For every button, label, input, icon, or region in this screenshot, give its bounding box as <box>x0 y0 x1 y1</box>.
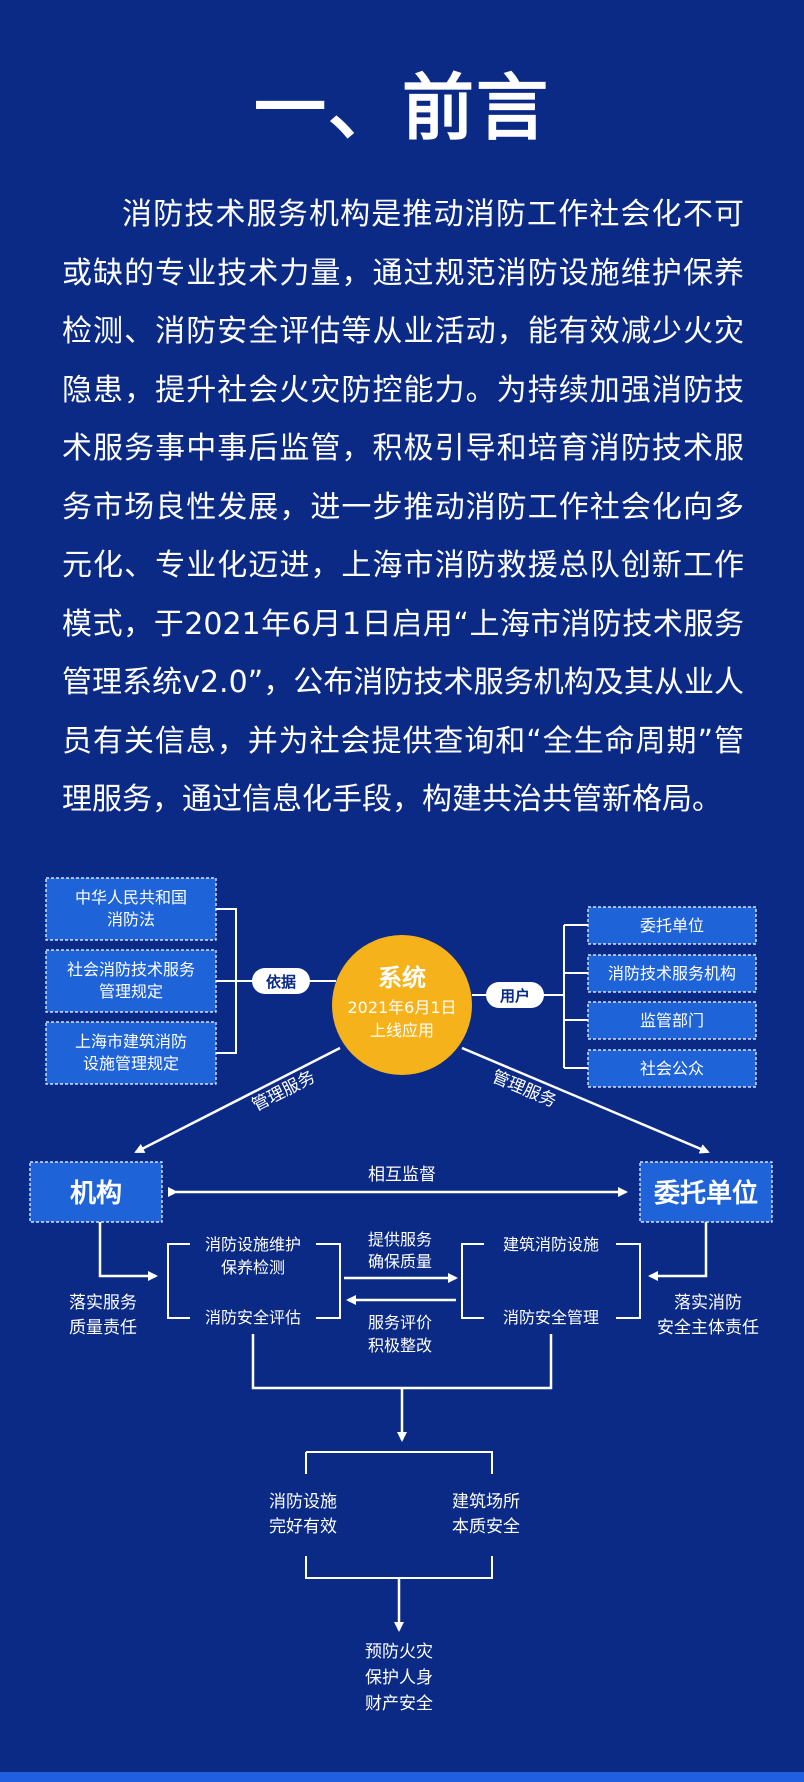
client-items-bracket <box>461 1243 641 1319</box>
basis-box-1 <box>45 877 217 941</box>
client-item-1: 建筑消防设施 <box>503 1235 599 1254</box>
basis-text-2: 社会消防技术服务管理规定 <box>67 960 195 1001</box>
system-online: 上线应用 <box>370 1021 434 1040</box>
final-outcome: 预防火灾保护人身财产安全 <box>365 1642 433 1714</box>
mgmt-arrow-right <box>461 1046 710 1154</box>
org-responsibility: 落实服务质量责任 <box>69 1293 137 1338</box>
service-item-2: 消防安全评估 <box>205 1308 301 1327</box>
user-box-3 <box>587 1001 757 1040</box>
user-text-1: 委托单位 <box>640 916 704 935</box>
system-title: 系统 <box>378 964 426 992</box>
users-group: 委托单位 消防技术服务机构 监管部门 社会公众 <box>587 906 757 1088</box>
mutual-label: 相互监督 <box>368 1165 436 1185</box>
client-item-2: 消防安全管理 <box>503 1308 599 1327</box>
provide-label: 提供服务确保质量 <box>368 1230 432 1271</box>
users-pill-label: 用户 <box>500 987 530 1005</box>
bottom-bar <box>0 1772 804 1782</box>
user-text-2: 消防技术服务机构 <box>608 964 736 983</box>
user-text-4: 社会公众 <box>640 1059 704 1078</box>
evaluate-label: 服务评价积极整改 <box>368 1313 432 1355</box>
mgmt-label-left: 管理服务 <box>249 1067 319 1116</box>
basis-box-3 <box>45 1021 217 1085</box>
basis-pill-label: 依据 <box>266 973 296 991</box>
outcome-2: 建筑场所本质安全 <box>452 1492 520 1537</box>
user-box-4 <box>587 1049 757 1088</box>
user-box-2 <box>587 954 757 993</box>
client-connector <box>648 1222 708 1281</box>
merge-connector <box>251 1334 553 1440</box>
user-text-3: 监管部门 <box>640 1011 704 1030</box>
client-label: 委托单位 <box>654 1178 758 1209</box>
outcome-bracket <box>305 1451 493 1579</box>
org-box <box>29 1161 163 1223</box>
users-pill <box>486 982 544 1008</box>
page-title: 一、前言 <box>253 66 550 150</box>
basis-pill <box>252 968 310 994</box>
outcome-1: 消防设施完好有效 <box>269 1492 337 1537</box>
user-box-1 <box>587 906 757 945</box>
service-item-1: 消防设施维护保养检测 <box>205 1235 301 1277</box>
mgmt-arrow-left <box>134 1046 341 1154</box>
system-circle <box>332 935 472 1075</box>
basis-box-2 <box>45 949 217 1013</box>
basis-text-3: 上海市建筑消防设施管理规定 <box>75 1032 187 1073</box>
intro-paragraph: 消防技术服务机构是推动消防工作社会化不可或缺的专业技术力量，通过规范消防设施维护… <box>62 197 744 817</box>
client-box <box>639 1161 773 1223</box>
basis-text-1: 中华人民共和国消防法 <box>75 888 187 929</box>
client-responsibility: 落实消防安全主体责任 <box>657 1293 759 1338</box>
org-label: 机构 <box>70 1179 122 1209</box>
basis-group: 中华人民共和国消防法 社会消防技术服务管理规定 上海市建筑消防设施管理规定 <box>45 877 336 1085</box>
org-connector <box>98 1222 158 1281</box>
services-bracket <box>167 1243 341 1319</box>
system-date: 2021年6月1日 <box>347 998 456 1017</box>
